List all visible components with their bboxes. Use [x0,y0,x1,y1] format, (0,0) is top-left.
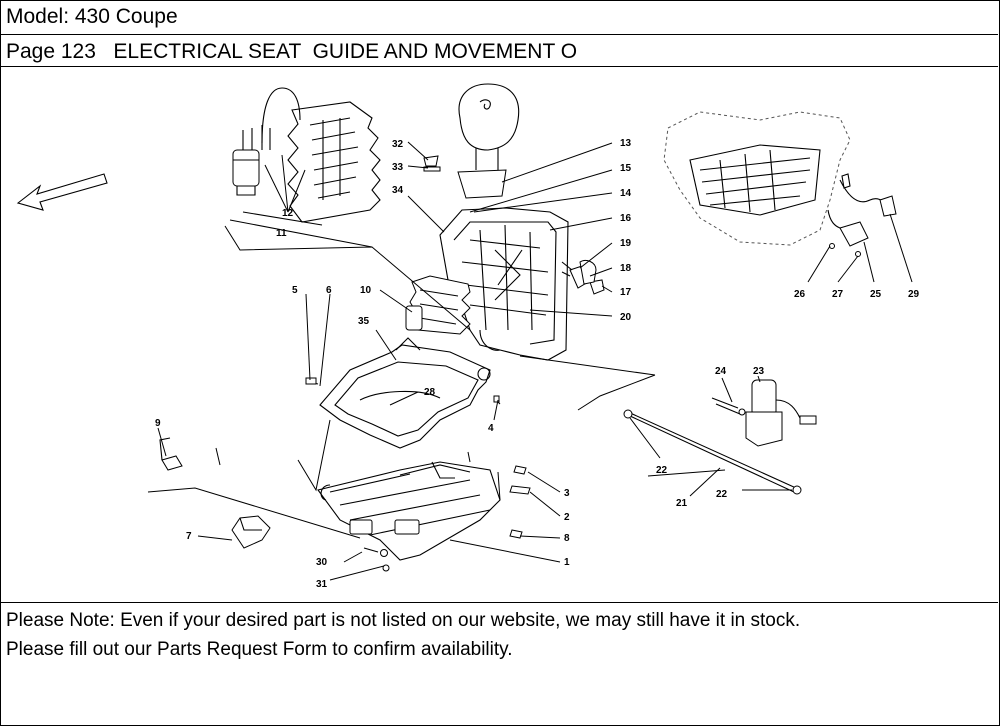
callout-1: 1 [564,557,570,568]
height-motor-assembly [623,379,817,495]
callout-12: 12 [282,208,294,219]
callout-22-right: 22 [716,489,728,500]
seat-rails-assembly [317,461,531,572]
callout-labels: 1 2 3 4 5 6 7 8 9 10 11 12 13 14 15 16 1… [155,138,920,590]
callout-4: 4 [488,423,494,434]
model-header: Model: 430 Coupe [0,0,998,35]
callout-35: 35 [358,316,370,327]
callout-6: 6 [326,285,332,296]
callout-2: 2 [564,512,570,523]
cushion-motor-assembly [229,87,381,248]
callout-25: 25 [870,289,882,300]
page-header: Page 123 ELECTRICAL SEAT GUIDE AND MOVEM… [0,35,998,67]
callout-15: 15 [620,163,632,174]
direction-arrow-icon [16,173,108,211]
callout-23: 23 [753,366,765,377]
callout-24: 24 [715,366,727,377]
callout-20: 20 [620,312,632,323]
callout-10: 10 [360,285,372,296]
page-title: Page 123 ELECTRICAL SEAT GUIDE AND MOVEM… [6,40,578,63]
parts-diagram: 1 2 3 4 5 6 7 8 9 10 11 12 13 14 15 16 1… [16,83,920,590]
callout-19: 19 [620,238,632,249]
callout-26: 26 [794,289,806,300]
callout-29: 29 [908,289,920,300]
seat-cushion-pad [663,111,851,246]
callout-21: 21 [676,498,688,509]
callout-13: 13 [620,138,632,149]
side-brackets [159,437,271,549]
callout-30: 30 [316,557,328,568]
callout-9: 9 [155,418,161,429]
callout-33: 33 [392,162,404,173]
callout-8: 8 [564,533,570,544]
wiring-harness [827,173,897,257]
leader-lines [147,141,913,581]
callout-31: 31 [316,579,328,590]
seat-backrest-frame [405,207,605,361]
note-line-1: Please Note: Even if your desired part i… [6,610,801,631]
callout-22-left: 22 [656,465,668,476]
callout-18: 18 [620,263,632,274]
model-title: Model: 430 Coupe [6,5,178,28]
callout-3: 3 [564,488,570,499]
callout-27: 27 [832,289,844,300]
callout-16: 16 [620,213,632,224]
callout-11: 11 [276,228,287,239]
callout-5: 5 [292,285,298,296]
callout-17: 17 [620,287,632,298]
seat-cushion-frame [305,337,501,449]
availability-note: Please Note: Even if your desired part i… [0,602,998,724]
callout-34: 34 [392,185,404,196]
callout-14: 14 [620,188,632,199]
note-line-2: Please fill out our Parts Request Form t… [6,639,513,660]
callout-32: 32 [392,139,404,150]
callout-7: 7 [186,531,192,542]
callout-28: 28 [424,387,436,398]
